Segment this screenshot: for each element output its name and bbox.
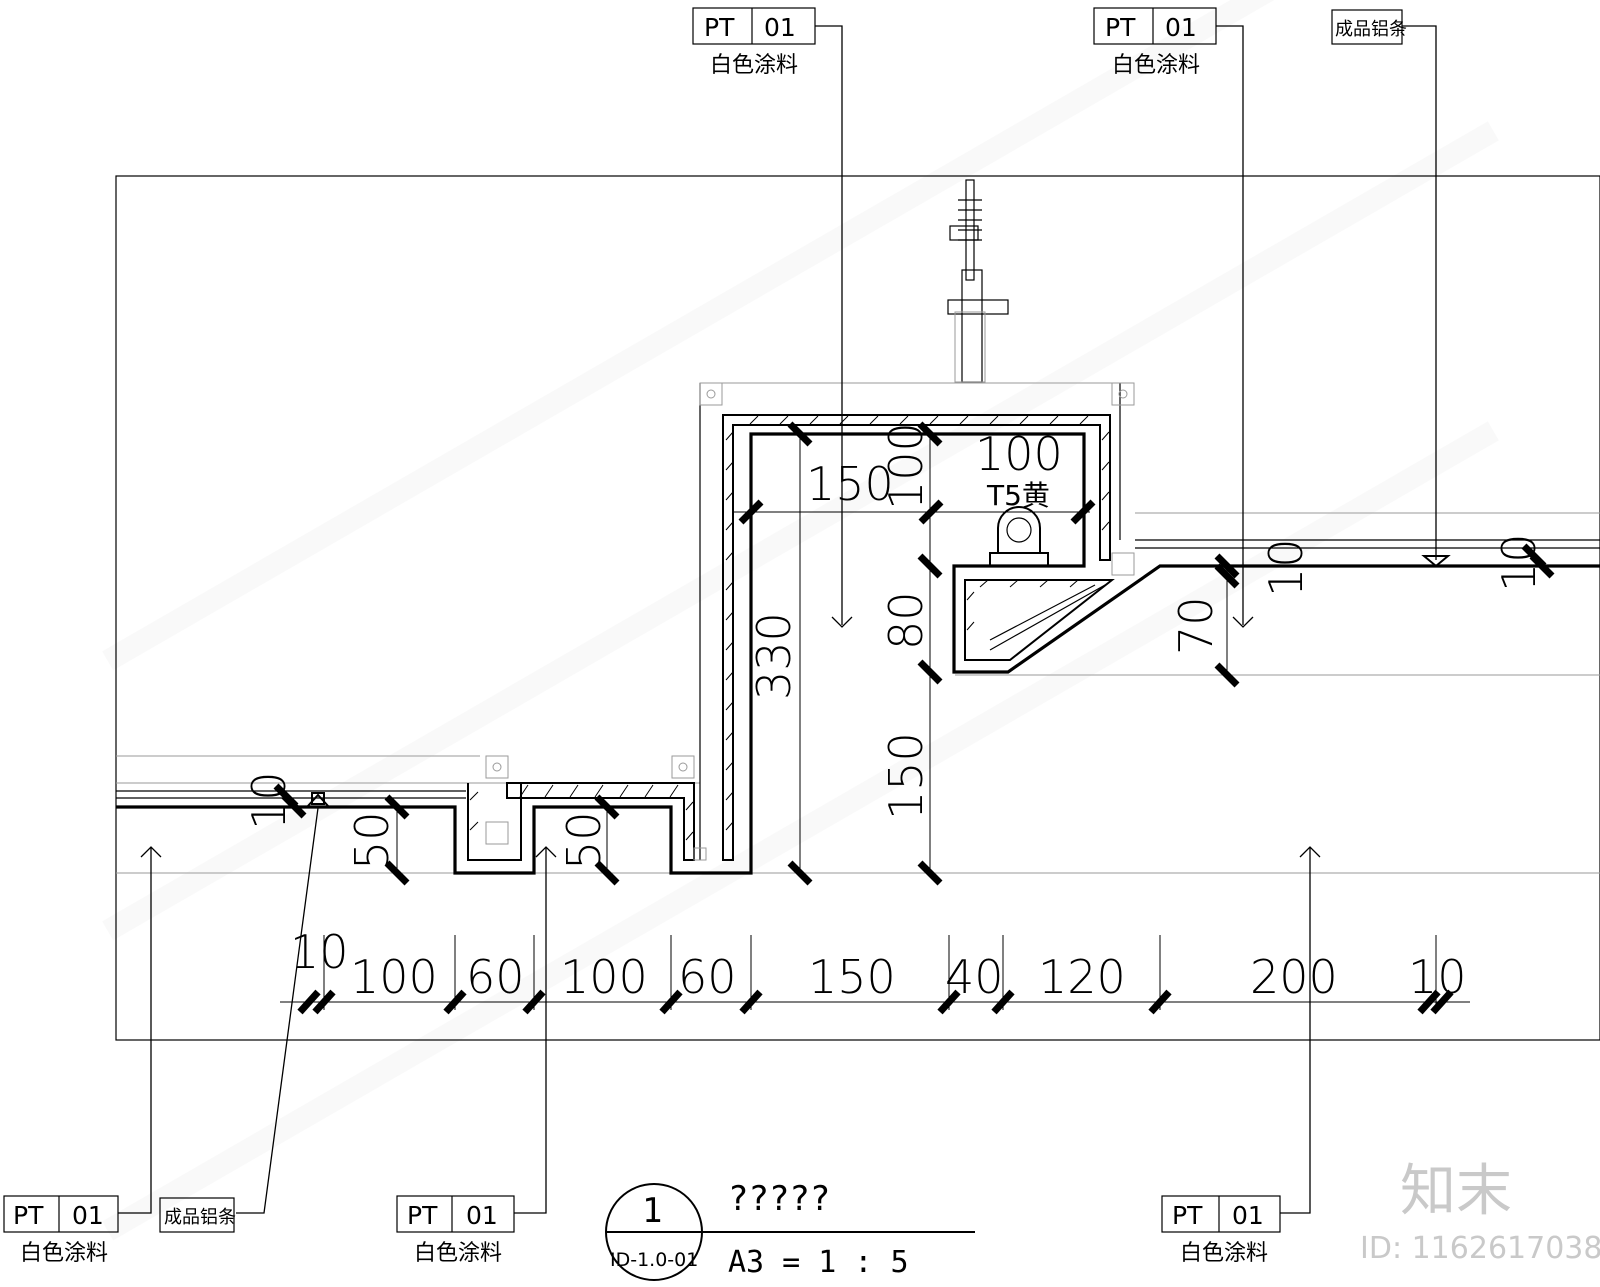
svg-text:01: 01 (1232, 1201, 1264, 1230)
dim-bottom-1: 100 (350, 950, 438, 1004)
leader-lines (118, 25, 1437, 1214)
dim-bottom-9: 10 (1408, 950, 1467, 1004)
lamp-label: T5黄 (986, 479, 1050, 512)
tag-top-right: 成品铝条 (1331, 9, 1407, 45)
ceiling-section-profile (116, 432, 1600, 875)
dim-height-330: 330 (747, 612, 801, 700)
dimension-lines (280, 434, 1470, 1010)
t5-lamp-fixture (989, 506, 1049, 567)
aluminium-strip-left (306, 792, 330, 808)
dim-bottom-2: 60 (466, 950, 525, 1004)
ceiling-board-layers (116, 382, 1600, 874)
tag-bottom-left: PT 01 白色涂料 (3, 1195, 119, 1266)
dim-slot1-50: 50 (345, 811, 399, 870)
fixing-brackets (485, 382, 1135, 861)
dim-upper-100-horizontal: 100 (975, 427, 1063, 481)
svg-text:白色涂料: 白色涂料 (20, 1241, 108, 1266)
svg-text:成品铝条: 成品铝条 (1335, 19, 1407, 40)
dimension-ticks (273, 421, 1555, 1015)
hanger-rod-assembly (947, 179, 1009, 383)
svg-text:01: 01 (764, 13, 796, 42)
dim-bottom-3: 100 (560, 950, 648, 1004)
board-outlines (467, 383, 1121, 861)
dim-left-10: 10 (242, 771, 296, 830)
svg-text:白色涂料: 白色涂料 (1112, 53, 1200, 78)
drawing-name: ????? (728, 1179, 830, 1219)
dim-height-150: 150 (879, 732, 933, 820)
dim-height-80: 80 (879, 591, 933, 650)
dim-right-70: 70 (1169, 596, 1223, 655)
drawing-number: 1 (642, 1191, 662, 1231)
dim-bottom-6: 40 (945, 950, 1004, 1004)
drawing-frame (115, 175, 1600, 1041)
dim-right-10b: 10 (1492, 533, 1546, 592)
tag-bottom-middle: PT 01 白色涂料 (396, 1195, 515, 1266)
site-watermark: 知末 ID: 1162617038 (1360, 1159, 1600, 1266)
watermark-id: ID: 1162617038 (1360, 1231, 1600, 1266)
dim-upper-150: 150 (806, 457, 894, 511)
dim-slot2-50: 50 (557, 811, 611, 870)
tag-top-left: PT 01 白色涂料 (692, 7, 816, 78)
dim-bottom-8: 200 (1250, 950, 1338, 1004)
dim-bottom-0: 10 (290, 925, 349, 979)
watermark-brand: 知末 (1400, 1159, 1512, 1224)
svg-text:01: 01 (466, 1201, 498, 1230)
bottom-dimension-labels: 10 100 60 100 60 150 40 120 200 10 (290, 925, 1467, 1004)
dim-upper-100-vertical: 100 (879, 422, 933, 510)
tag-bottom-right: PT 01 白色涂料 (1161, 1195, 1281, 1266)
sheet-reference: ID-1.0-01 (610, 1249, 698, 1271)
drawing-scale: A3 = 1 : 5 (728, 1245, 909, 1280)
svg-text:白色涂料: 白色涂料 (710, 53, 798, 78)
dim-bottom-5: 150 (808, 950, 896, 1004)
svg-text:PT: PT (13, 1201, 44, 1230)
tag-top-middle: PT 01 白色涂料 (1093, 7, 1217, 78)
dim-right-10a: 10 (1259, 538, 1313, 597)
svg-text:PT: PT (407, 1201, 438, 1230)
dim-bottom-4: 60 (678, 950, 737, 1004)
svg-text:成品铝条: 成品铝条 (164, 1207, 236, 1228)
drawing-title-block: 1 ID-1.0-01 ????? A3 = 1 : 5 (605, 1179, 975, 1281)
svg-text:PT: PT (704, 13, 735, 42)
dim-bottom-7: 120 (1038, 950, 1126, 1004)
svg-text:PT: PT (1172, 1201, 1203, 1230)
tag-bottom-left-strip: 成品铝条 (159, 1197, 236, 1233)
svg-text:白色涂料: 白色涂料 (414, 1241, 502, 1266)
svg-text:PT: PT (1105, 13, 1136, 42)
svg-text:01: 01 (1165, 13, 1197, 42)
svg-text:01: 01 (72, 1201, 104, 1230)
section-dimension-labels: 150 100 100 T5黄 330 80 150 10 50 50 70 1… (242, 422, 1546, 870)
board-hatching (469, 415, 1110, 841)
svg-text:白色涂料: 白色涂料 (1180, 1241, 1268, 1266)
